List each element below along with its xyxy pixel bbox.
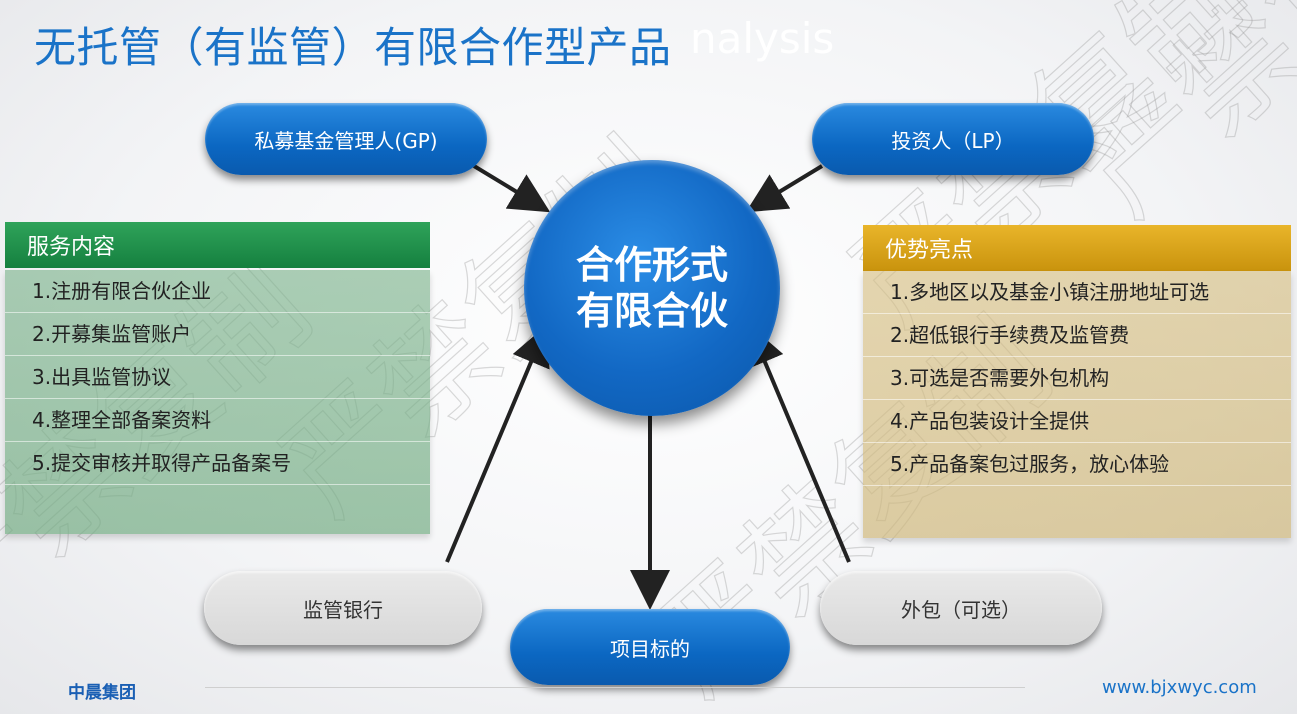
footer-divider — [205, 687, 1025, 688]
target-node: 项目标的 — [510, 609, 790, 685]
right-panel-title: 优势亮点 — [885, 238, 974, 263]
page-title: 无托管（有监管）有限合作型产品 — [34, 23, 672, 72]
lp-node-label: 投资人（LP） — [891, 128, 1015, 153]
list-item: 4.整理全部备案资料 — [5, 399, 430, 442]
target-node-label: 项目标的 — [610, 636, 690, 661]
list-item: 3.出具监管协议 — [5, 356, 430, 399]
right-panel-header: 优势亮点 — [863, 225, 1291, 271]
lp-node: 投资人（LP） — [812, 103, 1094, 175]
list-item: 1.注册有限合伙企业 — [5, 270, 430, 313]
left-panel-title: 服务内容 — [27, 235, 116, 260]
arrow-lp-to-center — [745, 164, 824, 213]
brand-name: 中晨集团 — [68, 683, 136, 703]
outsource-node: 外包（可选） — [820, 571, 1102, 645]
website-url: www.bjxwyc.com — [1102, 677, 1257, 698]
advantage-list: 1.多地区以及基金小镇注册地址可选 2.超低银行手续费及监管费 3.可选是否需要… — [863, 271, 1291, 486]
center-line-2: 有限合伙 — [575, 289, 728, 333]
service-list: 1.注册有限合伙企业 2.开募集监管账户 3.出具监管协议 4.整理全部备案资料… — [5, 270, 430, 485]
center-line-1: 合作形式 — [575, 243, 728, 287]
gp-node: 私募基金管理人(GP) — [205, 103, 487, 175]
list-item: 5.产品备案包过服务，放心体验 — [863, 443, 1291, 486]
outsource-node-label: 外包（可选） — [901, 597, 1021, 622]
arrow-gp-to-center — [472, 164, 551, 213]
left-panel-body: 1.注册有限合伙企业 2.开募集监管账户 3.出具监管协议 4.整理全部备案资料… — [5, 270, 430, 534]
list-item: 2.超低银行手续费及监管费 — [863, 314, 1291, 357]
center-circle: 合作形式 有限合伙 — [524, 160, 780, 416]
title-ghost-text: nalysis — [690, 14, 835, 63]
list-item: 3.可选是否需要外包机构 — [863, 357, 1291, 400]
arrow-bank-to-center — [445, 324, 550, 563]
bank-node: 监管银行 — [204, 571, 482, 645]
right-panel-body: 1.多地区以及基金小镇注册地址可选 2.超低银行手续费及监管费 3.可选是否需要… — [863, 271, 1291, 538]
list-item: 4.产品包装设计全提供 — [863, 400, 1291, 443]
left-panel-header: 服务内容 — [5, 222, 430, 268]
gp-node-label: 私募基金管理人(GP) — [254, 128, 438, 153]
arrow-outsource-to-center — [746, 324, 851, 563]
list-item: 5.提交审核并取得产品备案号 — [5, 442, 430, 485]
list-item: 2.开募集监管账户 — [5, 313, 430, 356]
list-item: 1.多地区以及基金小镇注册地址可选 — [863, 271, 1291, 314]
bank-node-label: 监管银行 — [303, 597, 383, 622]
